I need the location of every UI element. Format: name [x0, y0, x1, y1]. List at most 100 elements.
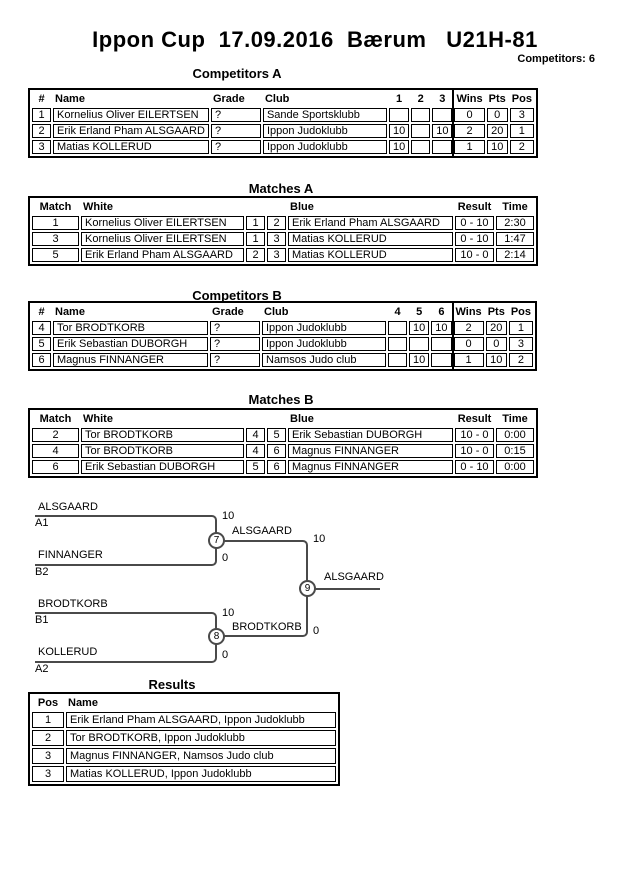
- bracket-score: 10: [313, 533, 326, 545]
- column-header: Club: [264, 93, 290, 105]
- bracket-entrant-name: ALSGAARD: [38, 501, 98, 513]
- cell: Magnus FINNANGER: [288, 460, 453, 474]
- cell: Kornelius Oliver EILERTSEN: [81, 216, 244, 230]
- cell: 0: [486, 108, 508, 122]
- cell: Magnus FINNANGER: [53, 353, 208, 367]
- column-header: Blue: [290, 201, 314, 213]
- cell: 3: [32, 140, 51, 154]
- cell: 5: [32, 248, 79, 262]
- cell: 10: [388, 124, 410, 138]
- cell: Ippon Judoklubb: [262, 321, 386, 335]
- cell: 5: [32, 337, 51, 351]
- column-header: Pts: [487, 306, 505, 318]
- cell: [431, 337, 452, 351]
- cell: 10: [409, 353, 430, 367]
- cell: 0 - 10: [455, 460, 494, 474]
- cell: Tor BRODTKORB: [53, 321, 208, 335]
- bracket-champion-name: ALSGAARD: [324, 571, 384, 583]
- cell: Kornelius Oliver EILERTSEN: [81, 232, 244, 246]
- cell: ?: [210, 108, 261, 122]
- column-header: White: [83, 201, 113, 213]
- column-header: [246, 412, 265, 426]
- column-header: Wins: [456, 93, 483, 105]
- bracket-connector-sf1: [35, 515, 217, 566]
- cell: [411, 108, 431, 122]
- cell: [388, 321, 407, 335]
- cell: Erik Sebastian DUBORGH: [81, 460, 244, 474]
- cell: ?: [210, 124, 261, 138]
- cell: 1: [509, 124, 534, 138]
- column-header: Match: [39, 413, 72, 425]
- cell: 0:00: [496, 460, 534, 474]
- cell: 0: [485, 337, 507, 351]
- column-header: Result: [457, 201, 492, 213]
- section-heading-competitors-a: Competitors A: [192, 66, 282, 81]
- page-title: Ippon Cup 17.09.2016 Bærum U21H-81: [92, 27, 538, 52]
- cell: 0: [453, 337, 484, 351]
- cell: 3: [509, 108, 534, 122]
- cell: 10: [485, 353, 507, 367]
- bracket-entrant-seed: A2: [35, 663, 49, 675]
- cell: 6: [267, 444, 286, 458]
- thick-divider: [451, 301, 454, 371]
- cell: 1: [32, 216, 79, 230]
- cell: ?: [210, 337, 260, 351]
- column-header: [267, 200, 286, 214]
- bracket-winner-name: BRODTKORB: [232, 621, 302, 633]
- cell: [388, 337, 407, 351]
- cell: Matias KOLLERUD, Ippon Judoklubb: [66, 766, 336, 782]
- cell: Erik Erland Pham ALSGAARD, Ippon Judoklu…: [66, 712, 336, 728]
- column-header: 4: [394, 306, 401, 318]
- cell: 4: [246, 428, 265, 442]
- column-header: Time: [502, 201, 528, 213]
- cell: ?: [210, 321, 260, 335]
- column-header: Wins: [455, 306, 482, 318]
- column-header: Pos: [510, 306, 531, 318]
- column-header: 1: [396, 93, 403, 105]
- cell: 6: [32, 353, 51, 367]
- cell: [432, 140, 453, 154]
- column-header: Name: [55, 93, 85, 105]
- column-header: Name: [68, 697, 98, 709]
- bracket-entrant-name: KOLLERUD: [38, 646, 98, 658]
- column-header: Match: [39, 201, 72, 213]
- cell: [409, 337, 430, 351]
- bracket-entrant-seed: B2: [35, 566, 49, 578]
- cell: 5: [246, 460, 265, 474]
- cell: Erik Erland Pham ALSGAARD: [288, 216, 453, 230]
- column-header: Blue: [290, 413, 314, 425]
- column-header: [246, 200, 265, 214]
- cell: 1: [454, 140, 485, 154]
- cell: Ippon Judoklubb: [262, 140, 387, 154]
- column-header: White: [83, 413, 113, 425]
- cell: [411, 124, 431, 138]
- cell: Kornelius Oliver EILERTSEN: [53, 108, 209, 122]
- cell: 2: [453, 321, 484, 335]
- column-header: Pts: [488, 93, 506, 105]
- bracket-score: 0: [222, 552, 229, 564]
- cell: 4: [32, 444, 79, 458]
- cell: 0:15: [496, 444, 534, 458]
- cell: 1: [246, 216, 265, 230]
- cell: Erik Erland Pham ALSGAARD: [53, 124, 209, 138]
- cell: 10: [431, 321, 452, 335]
- cell: 2: [454, 124, 485, 138]
